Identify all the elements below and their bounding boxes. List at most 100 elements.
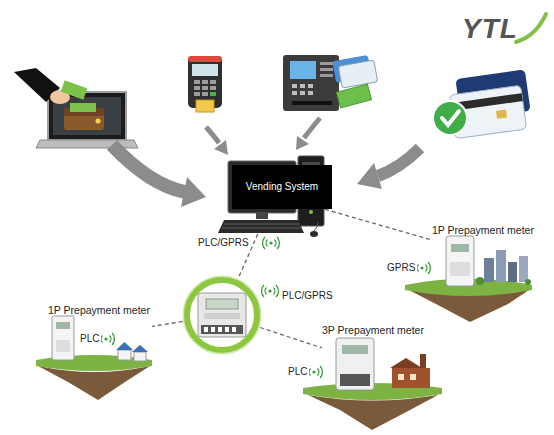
screen-text: Vending System (232, 165, 332, 209)
island-3p (410, 374, 416, 380)
wireless-symbols (262, 285, 279, 297)
concentrator-device (204, 327, 208, 332)
pos-terminal-icon (210, 86, 216, 90)
pos-terminal-icon (210, 92, 216, 96)
credit-card-icon (433, 69, 531, 138)
payment-flow-arrows (181, 177, 206, 207)
pos-terminal-icon (188, 56, 222, 62)
pos-terminal-icon (210, 80, 216, 84)
atm-icon (292, 91, 297, 95)
laptop-payment-icon (70, 103, 96, 112)
computer-icon (309, 210, 313, 214)
concentrator-device (206, 299, 238, 309)
payment-flow-arrows (378, 148, 420, 176)
pos-terminal-icon (196, 100, 214, 112)
payment-flow-arrows (304, 118, 320, 138)
island-right (446, 236, 474, 286)
meter-heading: 1P Prepayment meter (432, 224, 534, 237)
atm-icon (283, 55, 378, 111)
data-concentrator: PLC/GPRS (182, 275, 262, 355)
atm-icon (300, 91, 305, 95)
concentrator-device (187, 280, 257, 350)
computer-icon (310, 231, 318, 237)
atm-icon (320, 68, 333, 71)
concentrator-device (204, 313, 240, 319)
payment-flow-arrows (296, 136, 309, 150)
concentrator-device (201, 325, 243, 334)
atm-icon (320, 74, 333, 77)
island-right (476, 277, 484, 285)
pos-terminal-icon (202, 80, 208, 84)
island-right (525, 279, 531, 285)
dashed-link (152, 321, 183, 326)
meter-heading: 3P Prepayment meter (322, 324, 424, 337)
laptop-payment-icon (61, 80, 88, 99)
credit-card-icon (433, 101, 467, 135)
dashed-link (260, 327, 322, 347)
credit-card-icon (442, 111, 459, 125)
channel-label: PLC/GPRS (282, 290, 333, 302)
meter-site: 1P Prepayment meter (432, 220, 536, 290)
brand-logo: YTL (462, 12, 518, 46)
concentrator-device (225, 327, 229, 332)
link-label: PLC (78, 333, 101, 345)
concentrator-device (184, 277, 261, 354)
laptop-payment-icon (96, 119, 101, 124)
concentrator-shape (182, 275, 262, 355)
island-left (134, 352, 146, 361)
meter-site: 3P Prepayment meter (322, 320, 426, 410)
island-left (56, 322, 70, 329)
island-3p (398, 374, 404, 380)
island-right (450, 262, 470, 276)
link-label: GPRS (385, 262, 417, 274)
island-3p (342, 345, 368, 354)
atm-icon (308, 91, 313, 95)
atm-icon (338, 60, 377, 88)
pos-terminal-icon (188, 56, 222, 112)
island-right (519, 256, 528, 282)
pos-terminal-icon (192, 64, 218, 76)
island-3p (336, 338, 374, 390)
concentrator-device (198, 293, 246, 337)
pos-terminal-icon (194, 92, 200, 96)
computer-icon (256, 213, 268, 219)
atm-icon (308, 84, 313, 88)
island-3p (303, 338, 442, 430)
concentrator-device (218, 327, 222, 332)
island-right (508, 262, 517, 282)
payment-flow-arrows (357, 163, 382, 189)
island-left (116, 342, 133, 350)
meter-heading: 1P Prepayment meter (48, 304, 150, 317)
atm-icon (336, 84, 371, 108)
island-right (496, 250, 506, 282)
atm-icon (283, 55, 339, 111)
atm-icon (292, 84, 297, 88)
island-right (451, 244, 469, 252)
pos-terminal-icon (202, 92, 208, 96)
link-label: PLC/GPRS (196, 237, 251, 249)
island-left (52, 316, 74, 360)
computer-icon (222, 224, 302, 228)
pos-terminal-icon (202, 86, 208, 90)
credit-card-icon (496, 109, 507, 118)
computer-icon (218, 220, 304, 233)
island-left (36, 316, 152, 400)
island-3p (420, 354, 426, 368)
payment-flow-arrows (112, 145, 185, 192)
island-right (484, 258, 494, 282)
atm-icon (320, 62, 333, 65)
atm-icon (292, 101, 332, 105)
island-left (118, 350, 131, 360)
dashed-link (325, 209, 432, 240)
computer-icon (314, 222, 318, 231)
island-left (56, 340, 70, 352)
atm-icon (300, 84, 305, 88)
island-right (405, 236, 532, 322)
atm-icon (290, 61, 316, 79)
payment-flow-arrows (206, 127, 219, 143)
